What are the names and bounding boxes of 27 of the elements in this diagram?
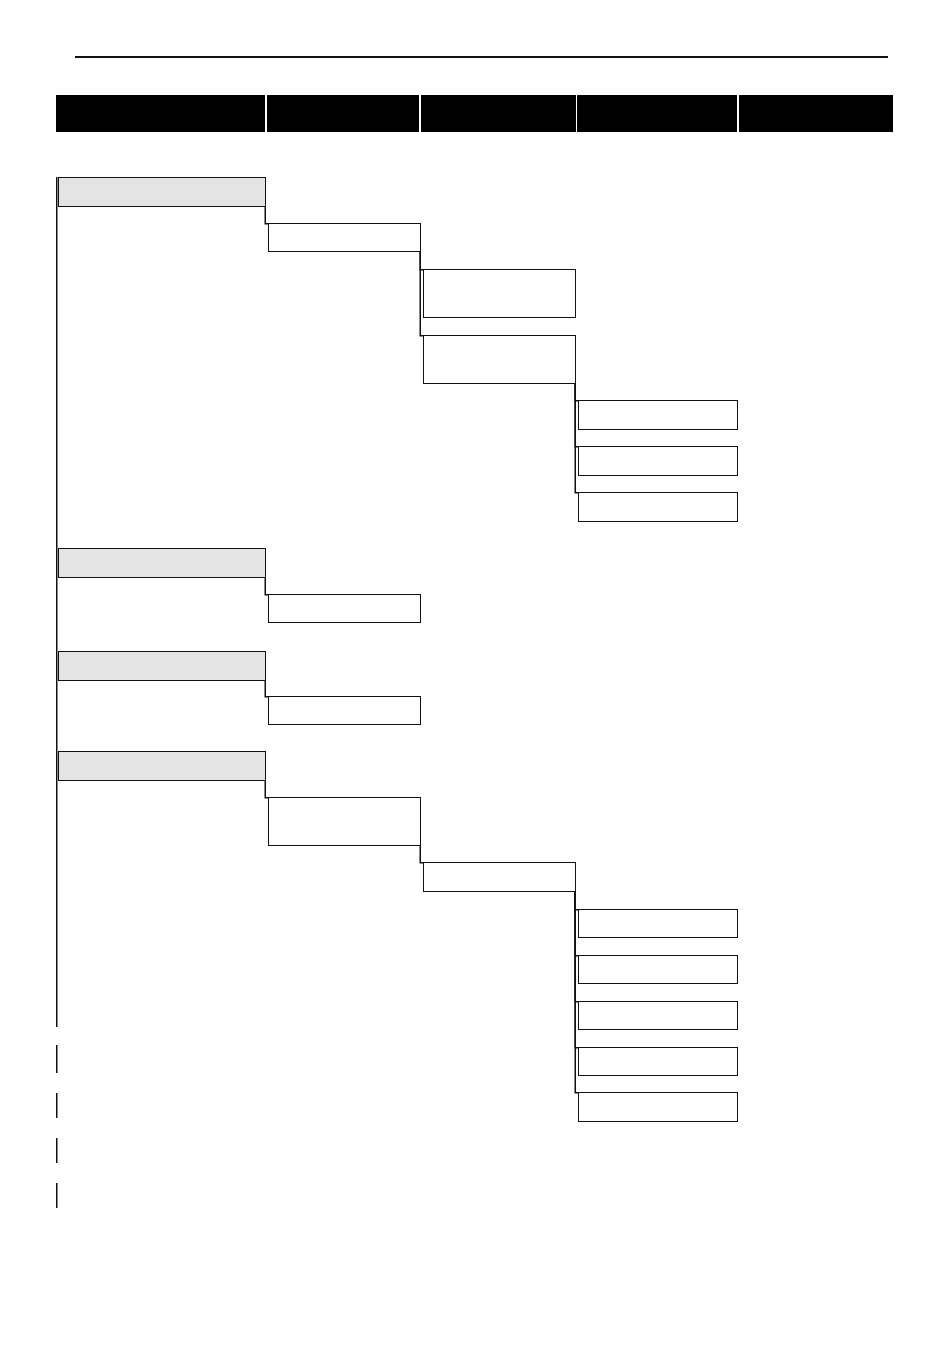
connector-line [574,383,579,494]
connector-line [264,680,269,698]
item-box [578,1047,738,1076]
group-box [58,548,266,578]
item-box [268,594,421,623]
item-box [578,1001,738,1030]
item-box [578,492,738,522]
connector-line [419,251,424,337]
group-box [58,651,266,681]
item-box [423,269,576,318]
item-box [578,955,738,984]
group-box [58,751,266,781]
connector-line [264,206,269,225]
item-box [578,909,738,938]
item-box [423,862,576,892]
item-box [268,696,421,725]
item-box [268,223,421,252]
connector-line [574,891,579,1094]
item-box [578,1092,738,1122]
connector-line [264,577,269,596]
connector-line [264,780,269,799]
item-box [578,446,738,476]
item-box [578,400,738,430]
connector-line [419,845,424,864]
item-box [423,335,576,384]
group-box [58,177,266,207]
item-box [268,797,421,846]
